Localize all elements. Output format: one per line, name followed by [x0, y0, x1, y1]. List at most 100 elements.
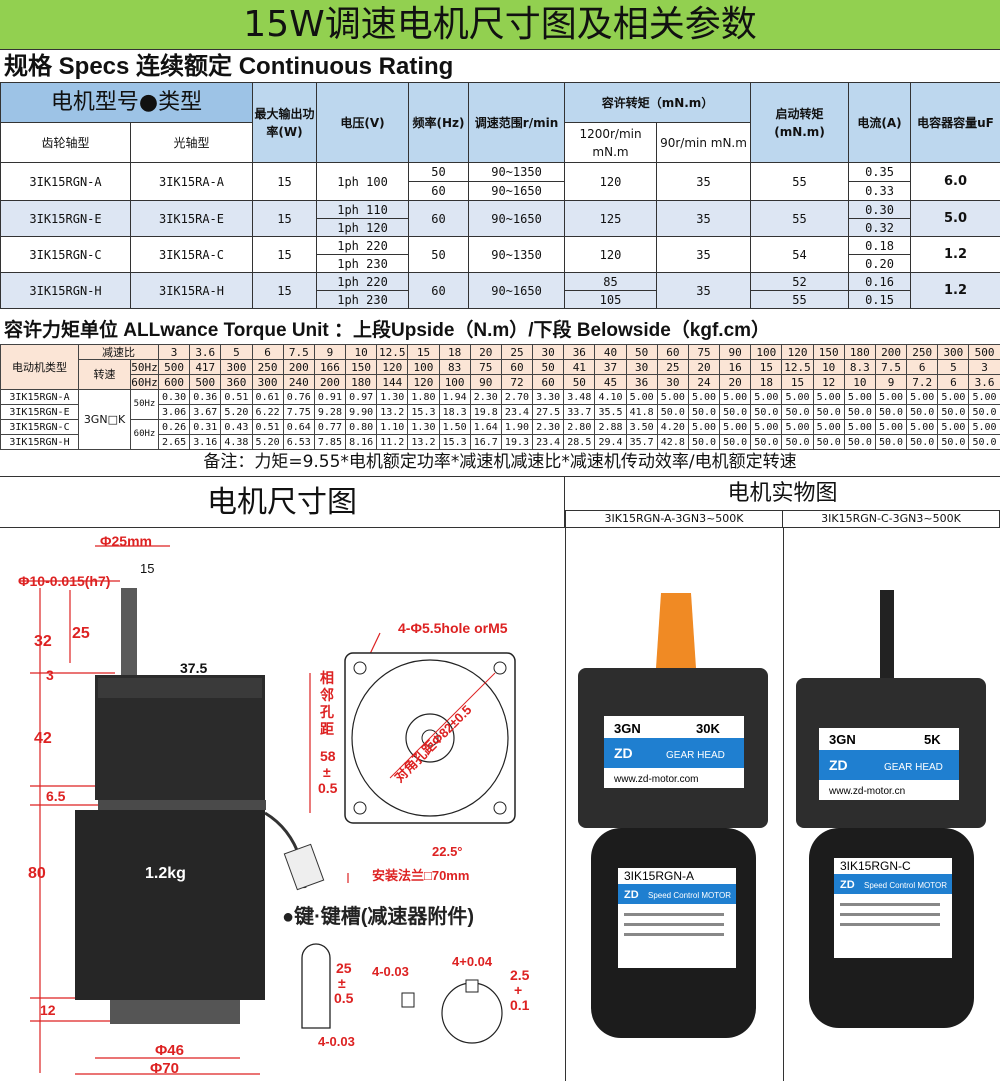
- torque-cell: 1.30: [376, 389, 409, 405]
- cell-voltage: 1ph 230: [316, 254, 410, 273]
- adj-3: 孔: [320, 704, 334, 720]
- torque-model: 3IK15RGN-C: [0, 419, 79, 435]
- speed60-cell: 120: [407, 374, 440, 390]
- torque-cell: 5.00: [812, 419, 845, 435]
- ratio-cell: 3.6: [189, 344, 222, 360]
- cell-torque-90: 35: [656, 236, 752, 273]
- speed50-cell: 6: [906, 359, 939, 375]
- ratio-cell: 300: [937, 344, 970, 360]
- dim-kpm: ±: [338, 975, 346, 991]
- head-cap: 电容器容量uF: [910, 82, 1000, 163]
- cell-start: 55: [750, 200, 850, 237]
- dim-k05: 0.5: [334, 990, 354, 1006]
- ratio-cell: 9: [313, 344, 347, 360]
- torque-cell: 50.0: [812, 404, 845, 420]
- dim-k403b: 4-0.03: [318, 1034, 355, 1049]
- adj-5: 58: [320, 748, 336, 764]
- torque-cell: 19.8: [469, 404, 502, 420]
- torque-cell: 3.48: [563, 389, 596, 405]
- cell-current: 0.30: [848, 200, 912, 219]
- torque-cell: 6.22: [251, 404, 284, 420]
- hz60-label: 60Hz: [130, 374, 159, 390]
- speed60-cell: 30: [656, 374, 689, 390]
- dim-k25: 25: [336, 960, 352, 976]
- torque-cell: 1.30: [407, 419, 440, 435]
- torque-cell: 5.00: [937, 419, 970, 435]
- drawing-title: 电机尺寸图: [0, 476, 565, 528]
- cell-current: 0.20: [848, 254, 912, 273]
- torque-cell: 6.53: [282, 434, 315, 450]
- torque-cell: 9.90: [345, 404, 378, 420]
- photo-b-sub: Speed Control MOTOR: [864, 881, 947, 890]
- torque-cell: 50.0: [781, 404, 814, 420]
- dim-l32: 32: [34, 633, 52, 650]
- cell-start: 55: [750, 290, 850, 309]
- torque-cell: 5.00: [874, 419, 908, 435]
- speed50-cell: 16: [719, 359, 752, 375]
- dim-l65: 6.5: [46, 788, 66, 804]
- torque-cell: 0.26: [157, 419, 191, 435]
- ratio-cell: 3: [157, 344, 191, 360]
- key-title: ●键·键槽(减速器附件): [282, 904, 474, 928]
- torque-cell: 0.61: [251, 389, 284, 405]
- cell-voltage: 1ph 230: [316, 290, 410, 309]
- cell-voltage: 1ph 100: [316, 162, 410, 201]
- speed50-cell: 15: [750, 359, 783, 375]
- torque-cell: 13.2: [376, 404, 409, 420]
- speed60-cell: 200: [313, 374, 347, 390]
- photo-a-gear: 3GN: [614, 721, 641, 736]
- torque-cell: 0.51: [251, 419, 284, 435]
- speed50-cell: 7.5: [874, 359, 908, 375]
- torque-cell: 5.00: [906, 389, 939, 405]
- speed60-cell: 36: [625, 374, 658, 390]
- cell-voltage: 1ph 120: [316, 218, 410, 237]
- speed50-cell: 25: [656, 359, 689, 375]
- cell-cap: 6.0: [910, 162, 1000, 201]
- head-start: 启动转矩(mN.m): [750, 82, 850, 163]
- adj-4: 距: [320, 721, 334, 737]
- cell-speed: 90~1650: [468, 181, 566, 201]
- torque-model: 3IK15RGN-E: [0, 404, 79, 420]
- dim-l42: 42: [34, 730, 52, 747]
- speed60-cell: 50: [563, 374, 596, 390]
- adj-2: 邻: [320, 687, 334, 703]
- cell-torque-90: 35: [656, 272, 752, 309]
- gearhead-label: 3GN□K: [78, 389, 131, 450]
- photo-a-caption: 3IK15RGN-A-3GN3~500K: [565, 510, 782, 528]
- cell-voltage: 1ph 110: [316, 200, 410, 219]
- torque-cell: 50.0: [750, 404, 783, 420]
- torque-cell: 7.85: [313, 434, 347, 450]
- torque-cell: 16.7: [469, 434, 502, 450]
- torque-cell: 2.65: [157, 434, 191, 450]
- dim-k403: 4-0.03: [372, 964, 409, 979]
- torque-cell: 8.16: [345, 434, 378, 450]
- torque-cell: 3.30: [532, 389, 565, 405]
- cell-torque-1200: 105: [564, 290, 658, 309]
- cell-torque-1200: 125: [564, 200, 658, 237]
- cell-gear: 3IK15RGN-A: [0, 162, 131, 201]
- torque-cell: 2.30: [532, 419, 565, 435]
- ratio-cell: 500: [968, 344, 1000, 360]
- torque-cell: 1.90: [500, 419, 534, 435]
- ratio-cell: 5: [220, 344, 253, 360]
- cell-torque-1200: 120: [564, 162, 658, 201]
- torque-cell: 50.0: [874, 434, 908, 450]
- adj-6: ±: [323, 764, 331, 780]
- speed60-cell: 45: [594, 374, 627, 390]
- head-power: 最大输出功率(W): [252, 82, 318, 163]
- torque-cell: 28.5: [563, 434, 596, 450]
- torque-cell: 0.36: [189, 389, 222, 405]
- dim-l80: 80: [28, 865, 46, 882]
- torque-cell: 0.77: [313, 419, 347, 435]
- ratio-cell: 30: [532, 344, 565, 360]
- cell-freq: 50: [408, 236, 470, 273]
- torque-cell: 50.0: [687, 404, 721, 420]
- dim-l37: 37.5: [180, 660, 207, 676]
- cell-gear: 3IK15RGN-E: [0, 200, 131, 237]
- photo-a-ratio: 30K: [696, 721, 720, 736]
- torque-cell: 5.20: [251, 434, 284, 450]
- torque-cell: 5.00: [750, 389, 783, 405]
- torque-cell: 15.3: [407, 404, 440, 420]
- torque-cell: 0.31: [189, 419, 222, 435]
- cell-speed: 90~1650: [468, 200, 566, 237]
